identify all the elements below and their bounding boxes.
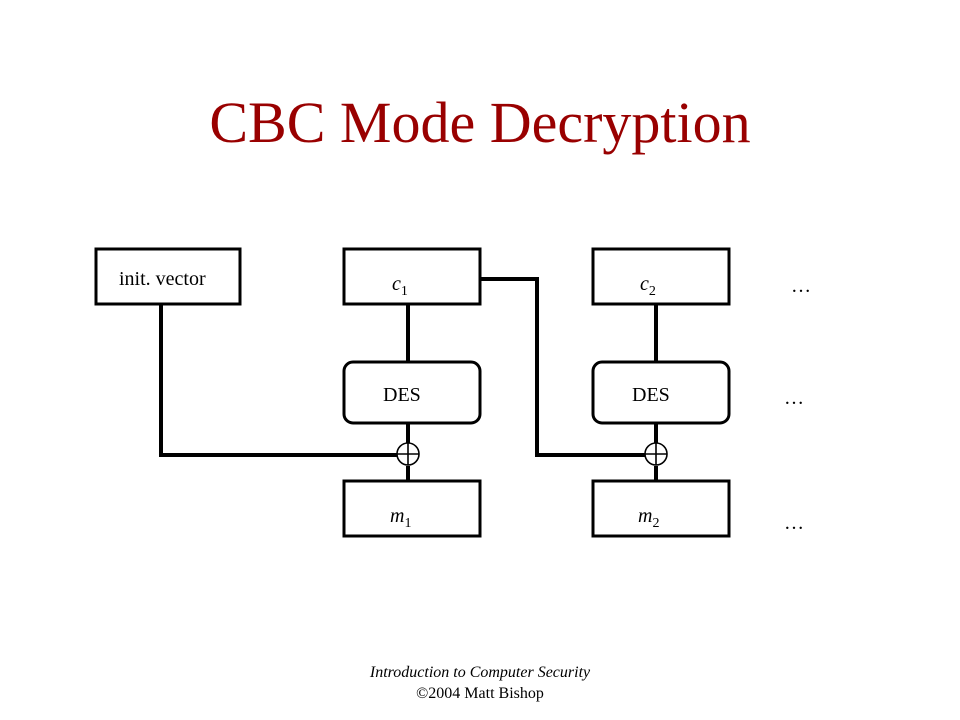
footer-copyright: ©2004 Matt Bishop: [416, 685, 544, 702]
ellipsis-des: …: [784, 387, 804, 409]
xor2-icon: [644, 442, 668, 466]
c2-box: [591, 247, 731, 306]
footer-course: Introduction to Computer Security: [369, 664, 591, 681]
ellipsis-ciphertext: …: [791, 275, 811, 297]
iv-box: [94, 247, 242, 306]
m2-label: m2: [638, 505, 659, 531]
slide-title: CBC Mode Decryption: [209, 90, 751, 155]
m1-label: m1: [390, 505, 411, 531]
c1-box: [342, 247, 482, 306]
c2-label: c2: [640, 273, 656, 299]
c1-label: c1: [392, 273, 408, 299]
c1-to-xor2-wire: [480, 277, 648, 457]
des2-box: [591, 360, 731, 425]
m2-box: [591, 479, 731, 538]
des1-box: [342, 360, 482, 425]
des1-label: DES: [383, 384, 421, 406]
iv-to-xor1-wire: [159, 304, 400, 457]
ellipsis-plaintext: …: [784, 512, 804, 534]
m1-box: [342, 479, 482, 538]
xor1-icon: [396, 442, 420, 466]
des2-label: DES: [632, 384, 670, 406]
iv-label: init. vector: [119, 268, 206, 290]
